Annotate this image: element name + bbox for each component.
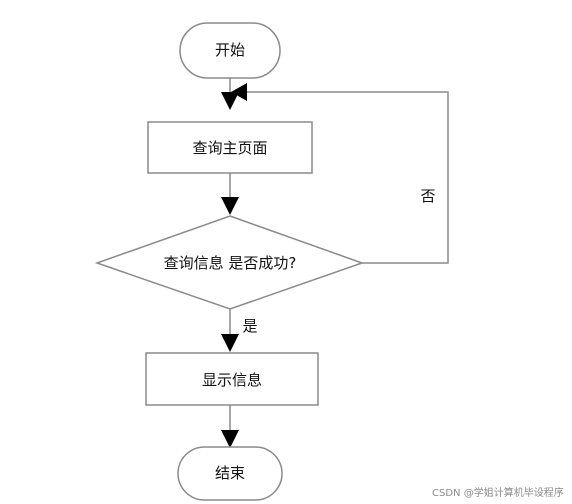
arrowhead-start-to-query bbox=[221, 92, 239, 110]
arrowhead-show-to-end bbox=[221, 430, 239, 448]
decision-label: 查询信息 是否成功? bbox=[164, 254, 297, 272]
no-label: 否 bbox=[420, 187, 435, 205]
watermark-text: CSDN @学姐计算机毕设程序 bbox=[432, 488, 564, 499]
decision-node bbox=[94, 215, 365, 310]
end-node bbox=[177, 446, 283, 501]
query-home-node bbox=[147, 121, 313, 174]
show-info-node bbox=[145, 352, 319, 406]
arrowhead-decision-to-show bbox=[221, 334, 239, 352]
end-label: 结束 bbox=[215, 464, 245, 482]
arrowhead-loop-back bbox=[231, 83, 247, 101]
yes-label: 是 bbox=[242, 317, 257, 335]
show-info-label: 显示信息 bbox=[202, 371, 262, 389]
start-node bbox=[179, 22, 281, 79]
arrowhead-query-to-decision bbox=[221, 197, 239, 215]
start-label: 开始 bbox=[215, 41, 245, 59]
connector-loop-back bbox=[246, 91, 449, 264]
query-home-label: 查询主页面 bbox=[192, 139, 267, 157]
